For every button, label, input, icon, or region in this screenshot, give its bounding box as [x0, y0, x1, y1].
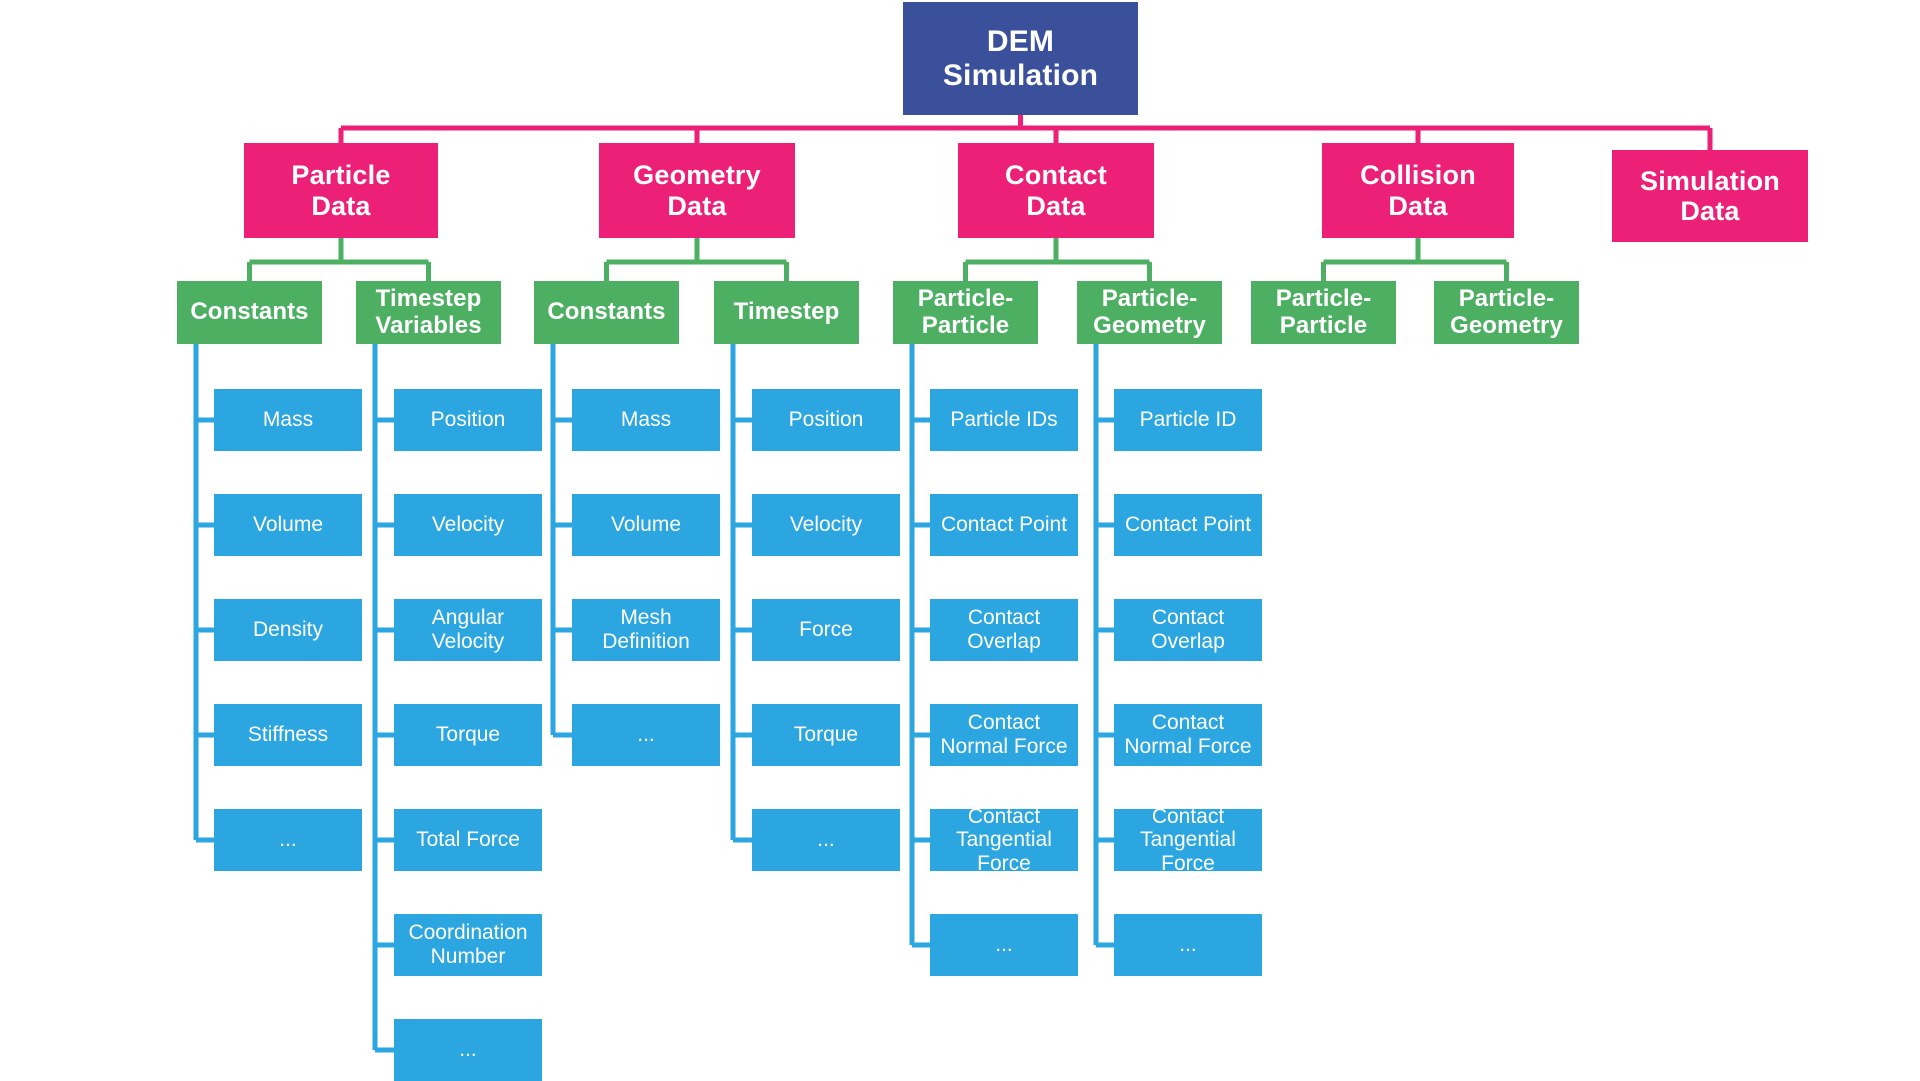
leaf-node-particle-timestep-variables-0-label: Position: [430, 408, 506, 432]
leaf-node-geometry-timestep-2-label: Force: [799, 618, 853, 642]
leaf-node-contact-particle-particle-0-label: Particle IDs: [950, 408, 1058, 432]
group-node-contact-particle-geometry[interactable]: Particle- Geometry: [1077, 281, 1222, 344]
leaf-node-particle-timestep-variables-6[interactable]: ...: [394, 1019, 542, 1081]
leaf-node-geometry-timestep-3[interactable]: Torque: [752, 704, 900, 766]
group-node-contact-particle-particle[interactable]: Particle- Particle: [893, 281, 1038, 344]
level1-node-geometry-data-label: Geometry Data: [633, 160, 761, 221]
leaf-node-particle-constants-2[interactable]: Density: [214, 599, 362, 661]
leaf-node-contact-particle-particle-5-label: ...: [995, 933, 1013, 957]
leaf-node-contact-particle-particle-4-label: Contact Tangential Force: [956, 804, 1052, 875]
group-node-collision-particle-geometry[interactable]: Particle- Geometry: [1434, 281, 1579, 344]
leaf-node-particle-constants-0[interactable]: Mass: [214, 389, 362, 451]
leaf-node-particle-constants-1[interactable]: Volume: [214, 494, 362, 556]
root-node-dem-simulation[interactable]: DEM Simulation: [903, 2, 1138, 115]
level1-node-particle-data[interactable]: Particle Data: [244, 143, 438, 238]
group-node-geometry-timestep-label: Timestep: [733, 298, 840, 326]
leaf-node-contact-particle-geometry-2[interactable]: Contact Overlap: [1114, 599, 1262, 661]
level1-node-contact-data[interactable]: Contact Data: [958, 143, 1154, 238]
level1-node-contact-data-label: Contact Data: [1005, 160, 1107, 221]
level1-node-particle-data-label: Particle Data: [291, 160, 391, 221]
root-node-dem-simulation-label: DEM Simulation: [942, 24, 1099, 92]
leaf-node-geometry-constants-3[interactable]: ...: [572, 704, 720, 766]
leaf-node-particle-constants-3-label: Stiffness: [247, 723, 329, 747]
leaf-node-geometry-constants-2-label: Mesh Definition: [602, 606, 690, 653]
leaf-node-geometry-timestep-1-label: Velocity: [789, 513, 863, 537]
level1-node-collision-data-label: Collision Data: [1360, 160, 1476, 221]
leaf-node-particle-constants-4[interactable]: ...: [214, 809, 362, 871]
leaf-node-contact-particle-particle-4[interactable]: Contact Tangential Force: [930, 805, 1078, 875]
leaf-node-contact-particle-geometry-3[interactable]: Contact Normal Force: [1114, 704, 1262, 766]
leaf-node-particle-timestep-variables-2-label: Angular Velocity: [431, 606, 505, 653]
leaf-node-particle-timestep-variables-1-label: Velocity: [431, 513, 505, 537]
leaf-node-particle-timestep-variables-3[interactable]: Torque: [394, 704, 542, 766]
leaf-node-particle-timestep-variables-0[interactable]: Position: [394, 389, 542, 451]
leaf-node-contact-particle-geometry-4[interactable]: Contact Tangential Force: [1114, 805, 1262, 875]
leaf-node-geometry-constants-2[interactable]: Mesh Definition: [572, 599, 720, 661]
group-node-collision-particle-particle-label: Particle- Particle: [1275, 284, 1372, 339]
leaf-node-particle-timestep-variables-2[interactable]: Angular Velocity: [394, 599, 542, 661]
leaf-node-contact-particle-particle-1[interactable]: Contact Point: [930, 494, 1078, 556]
leaf-node-contact-particle-particle-2-label: Contact Overlap: [967, 606, 1041, 653]
leaf-node-particle-timestep-variables-6-label: ...: [459, 1038, 477, 1062]
leaf-node-geometry-constants-0-label: Mass: [620, 408, 672, 432]
leaf-node-geometry-constants-0[interactable]: Mass: [572, 389, 720, 451]
leaf-node-contact-particle-particle-0[interactable]: Particle IDs: [930, 389, 1078, 451]
leaf-node-geometry-timestep-3-label: Torque: [793, 723, 859, 747]
group-node-particle-constants-label: Constants: [190, 298, 309, 326]
level1-node-simulation-data[interactable]: Simulation Data: [1612, 150, 1808, 242]
leaf-node-particle-constants-2-label: Density: [252, 618, 324, 642]
leaf-node-contact-particle-geometry-1[interactable]: Contact Point: [1114, 494, 1262, 556]
leaf-node-contact-particle-particle-2[interactable]: Contact Overlap: [930, 599, 1078, 661]
group-node-geometry-constants-label: Constants: [547, 298, 666, 326]
group-node-geometry-constants[interactable]: Constants: [534, 281, 679, 344]
leaf-node-particle-timestep-variables-5[interactable]: Coordination Number: [394, 914, 542, 976]
leaf-node-particle-constants-1-label: Volume: [252, 513, 324, 537]
level1-node-collision-data[interactable]: Collision Data: [1322, 143, 1514, 238]
group-node-particle-timestep-variables[interactable]: Timestep Variables: [356, 281, 501, 344]
leaf-node-contact-particle-particle-3-label: Contact Normal Force: [940, 711, 1068, 758]
leaf-node-particle-constants-3[interactable]: Stiffness: [214, 704, 362, 766]
leaf-node-geometry-constants-1[interactable]: Volume: [572, 494, 720, 556]
level1-node-simulation-data-label: Simulation Data: [1639, 165, 1780, 226]
leaf-node-particle-constants-4-label: ...: [279, 828, 297, 852]
leaf-node-contact-particle-particle-5[interactable]: ...: [930, 914, 1078, 976]
leaf-node-geometry-timestep-0[interactable]: Position: [752, 389, 900, 451]
group-node-collision-particle-particle[interactable]: Particle- Particle: [1251, 281, 1396, 344]
leaf-node-contact-particle-geometry-3-label: Contact Normal Force: [1124, 711, 1252, 758]
group-node-particle-timestep-variables-label: Timestep Variables: [375, 284, 482, 339]
leaf-node-particle-timestep-variables-5-label: Coordination Number: [408, 921, 528, 968]
leaf-node-geometry-timestep-4-label: ...: [817, 828, 835, 852]
leaf-node-contact-particle-geometry-0-label: Particle ID: [1139, 408, 1237, 432]
level1-node-geometry-data[interactable]: Geometry Data: [599, 143, 795, 238]
leaf-node-contact-particle-particle-1-label: Contact Point: [940, 513, 1068, 537]
leaf-node-particle-timestep-variables-4[interactable]: Total Force: [394, 809, 542, 871]
leaf-node-contact-particle-geometry-5-label: ...: [1179, 933, 1197, 957]
leaf-node-geometry-constants-1-label: Volume: [610, 513, 682, 537]
leaf-node-geometry-constants-3-label: ...: [637, 723, 655, 747]
leaf-node-contact-particle-geometry-2-label: Contact Overlap: [1151, 606, 1225, 653]
group-node-geometry-timestep[interactable]: Timestep: [714, 281, 859, 344]
leaf-node-particle-constants-0-label: Mass: [262, 408, 314, 432]
group-node-particle-constants[interactable]: Constants: [177, 281, 322, 344]
leaf-node-geometry-timestep-0-label: Position: [788, 408, 864, 432]
group-node-contact-particle-geometry-label: Particle- Geometry: [1093, 284, 1206, 339]
leaf-node-contact-particle-geometry-5[interactable]: ...: [1114, 914, 1262, 976]
leaf-node-geometry-timestep-2[interactable]: Force: [752, 599, 900, 661]
leaf-node-contact-particle-geometry-0[interactable]: Particle ID: [1114, 389, 1262, 451]
leaf-node-contact-particle-geometry-1-label: Contact Point: [1124, 513, 1252, 537]
leaf-node-particle-timestep-variables-4-label: Total Force: [416, 828, 520, 852]
leaf-node-contact-particle-geometry-4-label: Contact Tangential Force: [1140, 804, 1236, 875]
leaf-node-geometry-timestep-1[interactable]: Velocity: [752, 494, 900, 556]
group-node-collision-particle-geometry-label: Particle- Geometry: [1450, 284, 1563, 339]
leaf-node-particle-timestep-variables-3-label: Torque: [435, 723, 501, 747]
leaf-node-contact-particle-particle-3[interactable]: Contact Normal Force: [930, 704, 1078, 766]
group-node-contact-particle-particle-label: Particle- Particle: [917, 284, 1014, 339]
leaf-node-geometry-timestep-4[interactable]: ...: [752, 809, 900, 871]
leaf-node-particle-timestep-variables-1[interactable]: Velocity: [394, 494, 542, 556]
